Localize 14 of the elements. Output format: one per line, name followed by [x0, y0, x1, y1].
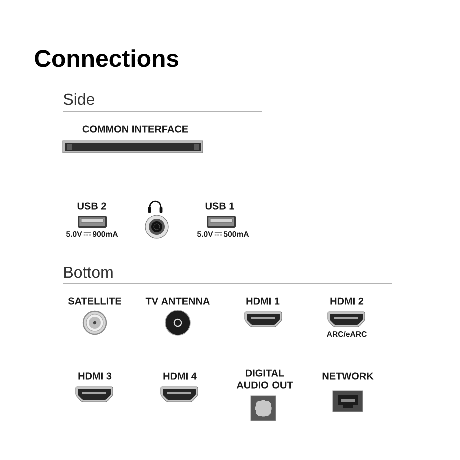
port-label: HDMI 4	[164, 372, 197, 380]
port-label: HDMI 2	[330, 298, 364, 305]
port-label: USB 1	[206, 202, 234, 210]
port-label: COMMON INTERFACE	[82, 126, 188, 133]
port-label: TV ANTENNA	[146, 298, 210, 305]
section-heading: Bottom	[64, 267, 113, 278]
port-label: USB 2	[78, 202, 106, 210]
port-label: NETWORK	[322, 372, 374, 380]
port-label: HDMI 3	[78, 372, 112, 380]
port-label: HDMI 1	[246, 298, 280, 305]
section-heading: Side	[64, 93, 94, 106]
port-label: DIGITAL AUDIO OUT	[236, 370, 294, 389]
port-label: SATELLITE	[68, 298, 122, 305]
title: Connections	[35, 50, 179, 68]
